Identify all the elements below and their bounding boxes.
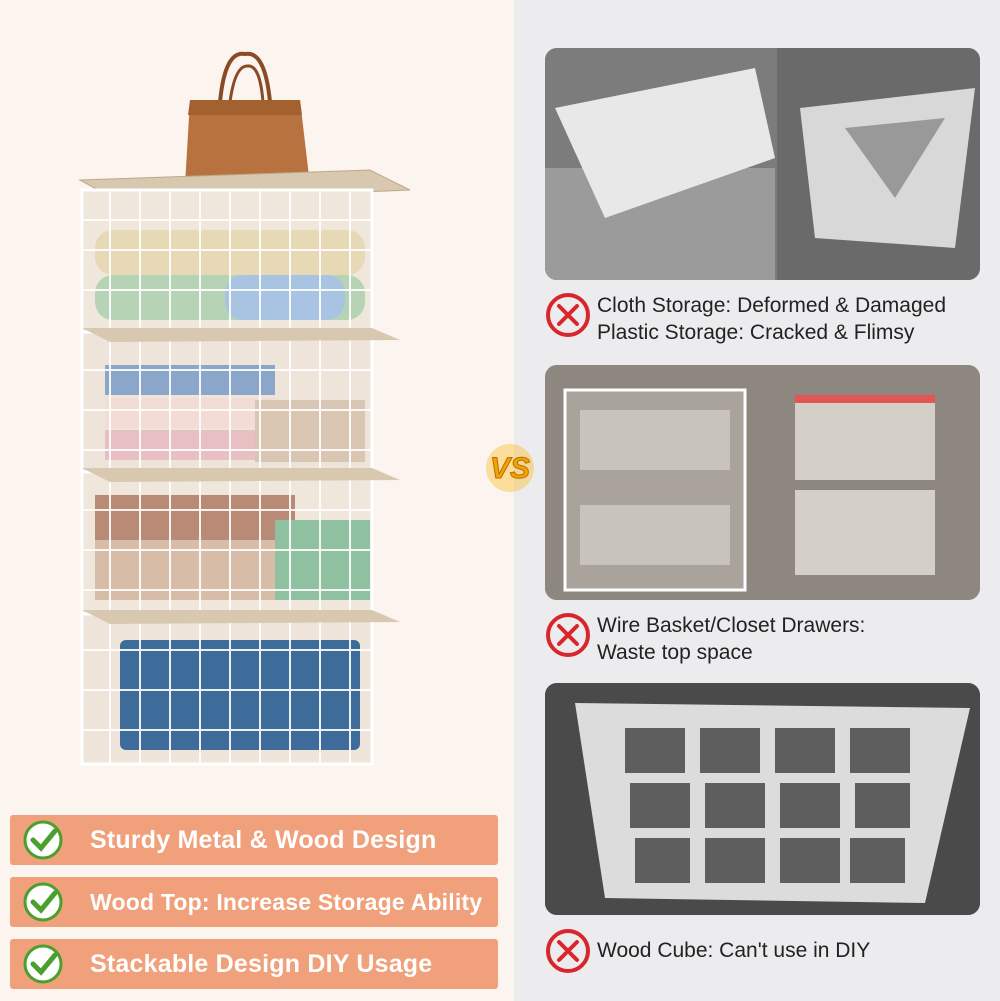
vs-label: VS (490, 452, 530, 485)
caption-line: Wire Basket/Closet Drawers: (597, 614, 866, 637)
benefit-label: Wood Top: Increase Storage Ability (90, 889, 483, 915)
comparison-caption: Wood Cube: Can't use in DIY (545, 928, 870, 974)
benefit-label: Stackable Design DIY Usage (90, 950, 433, 978)
benefit-label: Sturdy Metal & Wood Design (90, 826, 437, 854)
no-icon (546, 613, 590, 657)
no-icon (546, 293, 590, 337)
benefit-bar: Sturdy Metal & Wood Design (10, 815, 498, 865)
check-icon (23, 882, 63, 922)
handbag-icon (185, 51, 310, 185)
wire-basket-photo (545, 365, 980, 600)
comparison-caption: Cloth Storage: Deformed & Damaged Plasti… (545, 292, 946, 346)
vs-badge-icon: VS (486, 444, 534, 492)
benefit-bar: Wood Top: Increase Storage Ability (10, 877, 498, 927)
check-icon (23, 944, 63, 984)
caption-line: Wood Cube: Can't use in DIY (597, 939, 871, 962)
check-icon (23, 820, 63, 860)
benefit-bar: Stackable Design DIY Usage (10, 939, 498, 989)
caption-line: Plastic Storage: Cracked & Flimsy (597, 321, 915, 344)
wood-cube-photo (545, 683, 980, 915)
damaged-storage-photo (545, 48, 980, 280)
product-image (78, 51, 411, 766)
caption-line: Waste top space (597, 641, 753, 664)
caption-line: Cloth Storage: Deformed & Damaged (597, 294, 947, 317)
no-icon (546, 929, 590, 973)
comparison-caption: Wire Basket/Closet Drawers: Waste top sp… (545, 612, 865, 666)
